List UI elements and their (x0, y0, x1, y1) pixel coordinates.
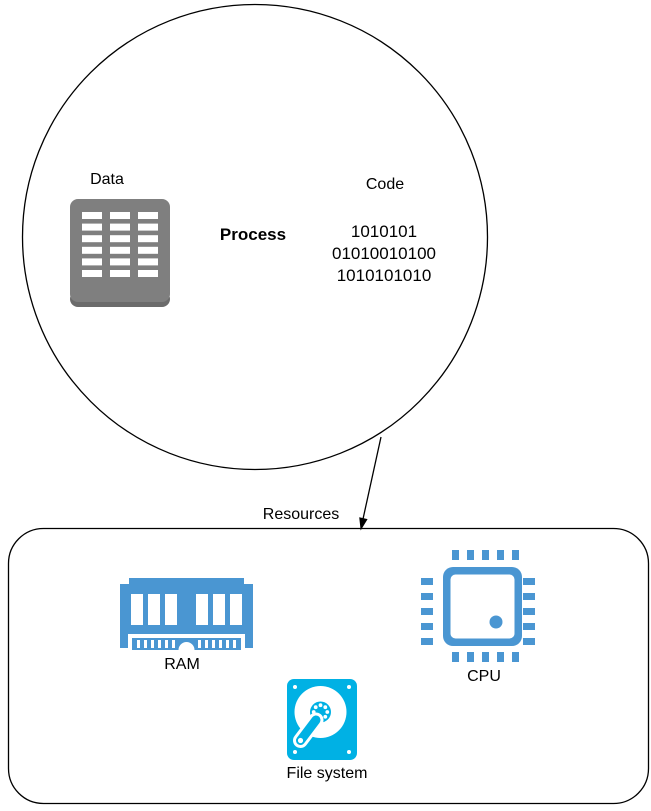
ram-notch (178, 642, 195, 650)
cpu-die (450, 574, 515, 639)
ram-label: RAM (164, 656, 200, 673)
disk-arm (293, 712, 324, 748)
binary-line: 01010010100 (331, 244, 437, 263)
cpu-chip-icon (421, 550, 535, 662)
data-table-icon (70, 199, 170, 307)
filesystem-label: File system (286, 765, 368, 782)
resources-label: Resources (262, 506, 340, 523)
resources-arrow (359, 436, 382, 531)
hard-disk-icon (287, 679, 357, 760)
process-label: Process (219, 225, 287, 244)
cpu-dot (489, 615, 503, 629)
resources-arrowhead-icon (359, 517, 368, 531)
code-label: Code (365, 176, 405, 193)
resources-box (7, 527, 650, 805)
process-circle (21, 3, 489, 471)
ram-chips (131, 594, 242, 625)
data-table-cells (82, 212, 158, 277)
ram-pins (137, 640, 236, 650)
binary-line: 1010101010 (336, 266, 432, 285)
disk-screws (293, 685, 351, 754)
cpu-label: CPU (467, 668, 501, 685)
ram-module-icon (120, 578, 253, 650)
data-label: Data (90, 171, 124, 188)
binary-line: 1010101 (350, 222, 418, 241)
resources-arrow-line (362, 436, 382, 520)
code-binary-block: 1010101 01010010100 1010101010 (332, 221, 436, 287)
